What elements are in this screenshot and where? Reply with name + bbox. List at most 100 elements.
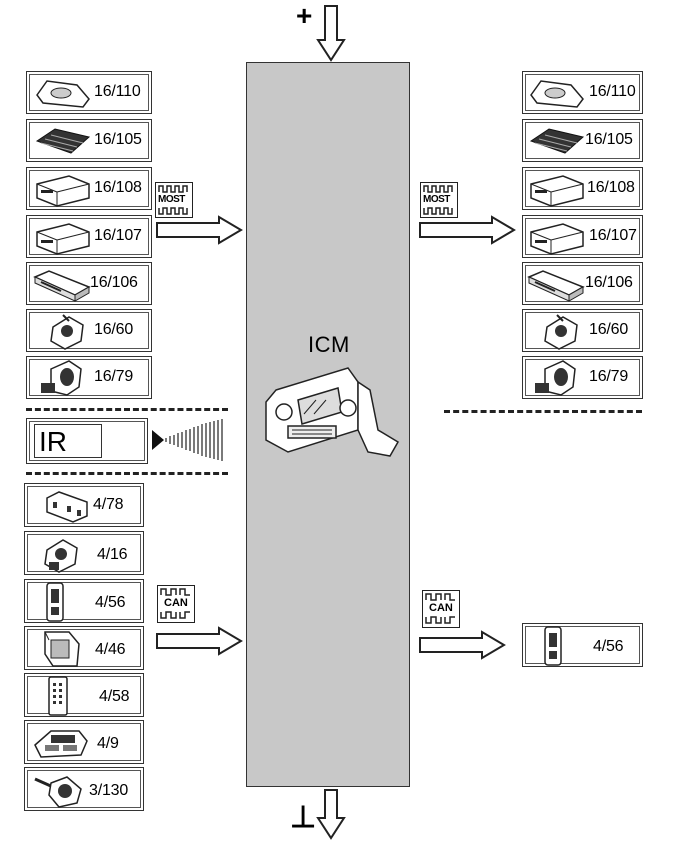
module-label: 16/60: [94, 321, 134, 338]
steering-module-icon: [535, 360, 576, 396]
module-label: 16/110: [589, 83, 636, 100]
ground-sign: ⊥: [290, 801, 317, 834]
switch-icon: [544, 314, 578, 350]
module-label: 16/108: [587, 179, 635, 196]
can-left-module-7[interactable]: 3/130: [24, 767, 144, 811]
icm-label: ICM: [308, 332, 350, 357]
module-label: 16/105: [94, 131, 142, 148]
can-wave-icon: [160, 611, 190, 619]
can-protocol-label: CAN: [429, 602, 453, 614]
most-right-module-1[interactable]: 16/110: [522, 71, 643, 114]
most-left-module-7[interactable]: 16/79: [26, 356, 152, 399]
most-left-module-3[interactable]: 16/108: [26, 167, 152, 210]
can-protocol-label: CAN: [164, 597, 188, 609]
can-wave-icon: [160, 588, 190, 596]
can-left-module-5[interactable]: 4/58: [24, 673, 144, 717]
most-right-arrow-icon: [419, 215, 516, 245]
module-label: 4/56: [593, 638, 624, 655]
roof-unit-icon: [530, 80, 584, 108]
control-panel-icon: [46, 491, 88, 523]
most-protocol-right: MOST: [420, 182, 458, 218]
can-left-module-2[interactable]: 4/16: [24, 531, 144, 575]
grille-module-icon: [35, 128, 91, 154]
module-label: 16/60: [589, 321, 629, 338]
positive-sign: +: [296, 0, 313, 31]
ir-receiver-box[interactable]: [26, 418, 148, 464]
can-wave-icon: [425, 593, 455, 601]
steering-module-icon: [41, 360, 82, 396]
power-ground: ⊥: [290, 788, 350, 848]
module-label: 16/110: [94, 83, 141, 100]
module-label: 4/78: [93, 496, 124, 513]
box-module-icon: [36, 175, 90, 207]
flat-module-icon: [33, 270, 91, 302]
ir-label: IR: [34, 424, 102, 458]
most-wave-icon: [423, 185, 453, 193]
module-label: 4/9: [97, 735, 119, 752]
box-module-icon: [36, 223, 90, 255]
module-label: 16/79: [589, 368, 629, 385]
radio-head-unit-icon: [265, 367, 400, 457]
module-label: 4/16: [97, 546, 128, 563]
most-left-module-5[interactable]: 16/106: [26, 262, 152, 305]
flat-module-icon: [527, 270, 585, 302]
most-left-module-2[interactable]: 16/105: [26, 119, 152, 162]
module-label: 16/107: [94, 227, 142, 244]
most-right-module-7[interactable]: 16/79: [522, 356, 643, 399]
power-in-arrow-icon: [316, 5, 346, 62]
module-label: 4/56: [95, 594, 126, 611]
switch-icon: [50, 314, 84, 350]
box-module-icon: [530, 223, 584, 255]
steering-switch-icon: [34, 776, 82, 808]
can-wave-icon: [425, 616, 455, 624]
module-label: 16/106: [585, 274, 633, 291]
most-left-module-6[interactable]: 16/60: [26, 309, 152, 352]
can-right-arrow-icon: [419, 630, 506, 660]
ir-divider-bottom: [26, 472, 228, 475]
most-wave-icon: [423, 207, 453, 215]
most-wave-icon: [158, 207, 188, 215]
most-right-module-2[interactable]: 16/105: [522, 119, 643, 162]
seat-control-icon: [44, 631, 80, 667]
most-right-module-4[interactable]: 16/107: [522, 215, 643, 258]
module-label: 3/130: [89, 782, 129, 799]
module-label: 16/106: [90, 274, 138, 291]
most-right-module-6[interactable]: 16/60: [522, 309, 643, 352]
module-label: 16/107: [589, 227, 637, 244]
ground-arrow-icon: [316, 789, 346, 840]
most-left-arrow-icon: [156, 215, 243, 245]
power-positive: +: [296, 0, 346, 62]
module-label: 16/79: [94, 368, 134, 385]
most-wave-icon: [158, 185, 188, 193]
key-fob-icon: [544, 626, 562, 666]
can-protocol-right: CAN: [422, 590, 460, 628]
right-divider: [444, 410, 642, 413]
box-module-icon: [530, 175, 584, 207]
can-left-module-4[interactable]: 4/46: [24, 626, 144, 670]
can-left-module-1[interactable]: 4/78: [24, 483, 144, 527]
can-left-module-3[interactable]: 4/56: [24, 579, 144, 623]
ir-divider-top: [26, 408, 228, 411]
most-protocol-left: MOST: [155, 182, 193, 218]
most-right-module-5[interactable]: 16/106: [522, 262, 643, 305]
can-protocol-left: CAN: [157, 585, 195, 623]
ir-transmitter-icon: [152, 419, 223, 461]
remote-icon: [48, 676, 68, 716]
module-label: 16/108: [94, 179, 142, 196]
can-left-arrow-icon: [156, 626, 243, 656]
module-label: 4/46: [95, 641, 126, 658]
module-label: 16/105: [585, 131, 633, 148]
most-protocol-label: MOST: [423, 194, 450, 205]
switch-icon: [44, 539, 78, 573]
most-left-module-4[interactable]: 16/107: [26, 215, 152, 258]
most-right-module-3[interactable]: 16/108: [522, 167, 643, 210]
console-icon: [34, 730, 88, 758]
can-left-module-6[interactable]: 4/9: [24, 720, 144, 764]
can-right-module-1[interactable]: 4/56: [522, 623, 643, 667]
key-fob-icon: [46, 582, 64, 622]
most-protocol-label: MOST: [158, 194, 185, 205]
grille-module-icon: [529, 128, 585, 154]
module-label: 4/58: [99, 688, 130, 705]
roof-unit-icon: [36, 80, 90, 108]
most-left-module-1[interactable]: 16/110: [26, 71, 152, 114]
